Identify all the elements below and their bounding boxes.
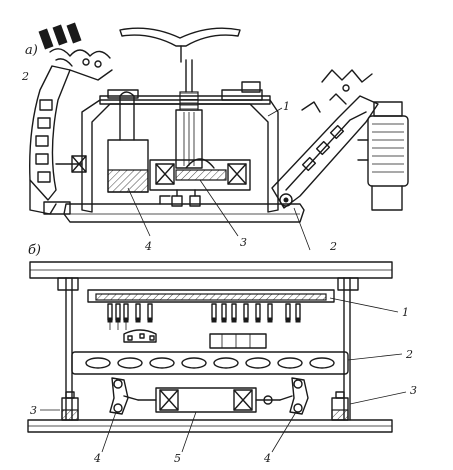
callout-4-b-right: 4	[263, 452, 271, 465]
upper-die-plate	[87, 289, 335, 303]
panel-a: а)	[21, 22, 409, 253]
stop-right	[331, 391, 349, 421]
bottom-base	[27, 419, 393, 433]
callout-5-b: 5	[174, 452, 181, 465]
right-swing-arm	[271, 95, 379, 209]
workpiece-holders-right	[301, 69, 373, 113]
workpiece-bracket	[123, 329, 267, 349]
lever-right	[279, 377, 309, 415]
top-crossbeam	[29, 261, 393, 279]
callout-3-b-left: 3	[30, 404, 37, 417]
electrode-holder	[149, 158, 251, 191]
pneumatic-cylinder	[137, 387, 281, 413]
valve-assembly	[159, 189, 201, 207]
drive-motor	[357, 101, 409, 211]
panel-b-label: б)	[28, 243, 41, 258]
press-screw	[175, 59, 203, 169]
transformer-tank	[107, 91, 149, 193]
stop-left	[61, 391, 79, 421]
callout-2-left: 2	[21, 70, 29, 83]
callout-2-b: 2	[405, 348, 413, 361]
callout-1-a: 1	[283, 100, 290, 113]
press-frame	[81, 81, 279, 213]
lever-left	[109, 377, 139, 415]
left-conveyor-a	[29, 65, 87, 215]
callout-4-a: 4	[144, 240, 152, 253]
panel-b: б)	[27, 243, 417, 465]
handwheel	[119, 27, 241, 63]
callout-2-right: 2	[329, 240, 337, 253]
callout-4-b-left: 4	[93, 452, 101, 465]
callout-3-a: 3	[240, 236, 247, 249]
panel-a-label: а)	[25, 43, 38, 58]
workpiece-holders-left	[38, 22, 113, 81]
callout-3-b-right: 3	[410, 384, 417, 397]
upper-electrodes	[107, 303, 301, 330]
callout-1-b: 1	[402, 306, 409, 319]
transfer-beam	[71, 351, 349, 375]
